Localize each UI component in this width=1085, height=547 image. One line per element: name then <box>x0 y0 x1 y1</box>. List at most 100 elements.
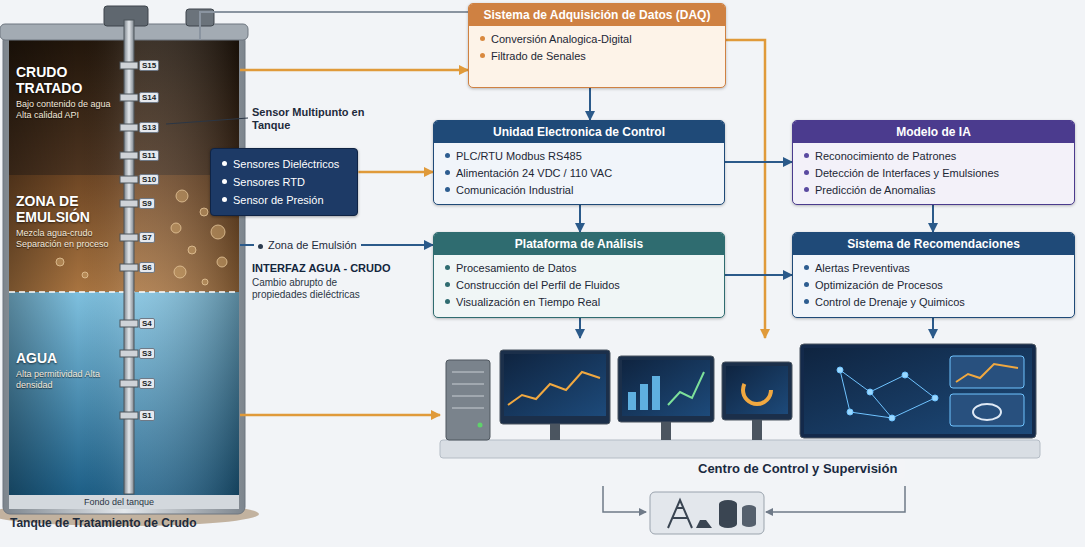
tank-illustration <box>0 6 259 526</box>
connector-arrow <box>200 12 468 40</box>
illustration-part <box>696 520 712 528</box>
illustration-part <box>956 364 1018 382</box>
illustration-part <box>742 521 756 527</box>
box-title: Sistema de Recomendaciones <box>793 233 1074 255</box>
bullet-item: Procesamiento de Datos <box>434 259 724 276</box>
bullet-item: Visualización en Tiempo Real <box>434 293 724 310</box>
illustration-part <box>950 356 1024 388</box>
bullet-item: Control de Drenaje y Quimicos <box>793 293 1074 310</box>
bullet-item: Conversión Analogica-Digital <box>469 30 725 47</box>
callout-label: Sensor Multipunto en Tanque <box>252 106 372 132</box>
process-box: Sistema de Adquisición de Datos (DAQ)Con… <box>468 3 726 88</box>
sensor-number: S1 <box>139 410 155 421</box>
illustration-part <box>973 404 1001 420</box>
connector-arrow <box>932 205 934 232</box>
illustration-part <box>800 344 1036 438</box>
process-box: Sistema de RecomendacionesAlertas Preven… <box>792 232 1075 318</box>
sensor-number: S2 <box>139 378 155 389</box>
illustration-part <box>766 486 905 512</box>
zone-title: CRUDO TRATADO <box>16 64 120 96</box>
water-zone: AGUA Alta permitividad Alta densidad <box>8 292 240 495</box>
sensor-number: S15 <box>139 60 159 71</box>
sensor-number: S10 <box>139 174 159 185</box>
crude-zone: CRUDO TRATADO Bajo contenido de agua Alta… <box>8 40 240 175</box>
sensor-number: S7 <box>139 232 155 243</box>
bullet-item: Alimentación 24 VDC / 110 VAC <box>434 164 724 181</box>
connector-arrow <box>932 318 934 338</box>
bullet-item: Filtrado de Senales <box>469 47 725 64</box>
bullet-item: Construcción del Perfil de Fluidos <box>434 276 724 293</box>
illustration-part <box>120 350 138 357</box>
illustration-part <box>850 412 892 418</box>
illustration-part <box>478 423 483 428</box>
illustration-part <box>120 62 138 419</box>
zone-note: Mezcla agua-crudo Separación en proceso <box>16 228 120 250</box>
illustration-part <box>870 392 892 418</box>
box-title: Unidad Electronica de Control <box>434 121 724 143</box>
illustration-part <box>188 246 196 254</box>
illustration-part <box>120 380 138 387</box>
edge-label: Zona de Emulsión <box>254 238 361 252</box>
tank-caption: Tanque de Tratamiento de Crudo <box>8 516 240 530</box>
illustration-part <box>726 366 788 414</box>
server-icon <box>603 486 905 534</box>
box-body: PLC/RTU Modbus RS485Alimentación 24 VDC … <box>434 143 724 202</box>
illustration-part <box>174 266 186 278</box>
illustration-part <box>120 264 138 271</box>
panel-label: Centro de Control y Supervisión <box>690 459 905 478</box>
illustration-part <box>550 424 560 440</box>
process-box: Plataforma de AnálisisProcesamiento de D… <box>433 232 725 318</box>
illustration-part <box>217 257 227 267</box>
illustration-part <box>120 234 138 241</box>
zone-title: AGUA <box>16 350 120 366</box>
illustration-part <box>211 225 225 239</box>
illustration-part <box>892 398 935 418</box>
bullet-item: Comunicación Industrial <box>434 181 724 198</box>
bullet-item: Predicción de Anomalias <box>793 181 1074 198</box>
bullet-item: Reconocimiento de Patrones <box>793 147 1074 164</box>
illustration-part <box>452 408 484 409</box>
illustration-part <box>452 372 484 373</box>
illustration-part <box>668 500 692 528</box>
connector-arrow <box>579 205 581 232</box>
tank-bottom-label: Fondo del tanque <box>84 497 154 507</box>
illustration-part <box>120 62 138 69</box>
box-body: Alertas PreventivasOptimización de Proce… <box>793 255 1074 314</box>
illustration-part <box>124 20 134 494</box>
illustration-part <box>120 320 138 327</box>
connector-arrow <box>725 274 792 276</box>
illustration-part <box>640 384 648 410</box>
illustration-part <box>837 367 938 421</box>
illustration-part <box>618 356 714 422</box>
illustration-part <box>508 372 600 405</box>
illustration-part <box>200 208 208 216</box>
box-body: Conversión Analogica-DigitalFiltrado de … <box>469 26 725 68</box>
process-box: Unidad Electronica de ControlPLC/RTU Mod… <box>433 120 725 205</box>
interface-label: INTERFAZ AGUA - CRUDO <box>252 262 391 274</box>
box-body: Reconocimiento de PatronesDetección de I… <box>793 143 1074 202</box>
zone-note: Bajo contenido de agua Alta calidad API <box>16 99 120 121</box>
illustration-part <box>840 370 850 412</box>
illustration-part <box>661 422 671 440</box>
sensor-number: S4 <box>139 318 155 329</box>
illustration-part <box>870 375 905 392</box>
illustration-part <box>837 367 843 373</box>
illustration-part <box>500 350 610 424</box>
emulsion-zone: ZONA DE EMULSIÓNMezcla agua-crudo Separa… <box>8 175 240 292</box>
illustration-part <box>171 223 181 233</box>
sensor-number: S9 <box>139 198 155 209</box>
illustration-part <box>82 272 88 278</box>
illustration-part <box>120 412 138 419</box>
illustration-part <box>120 124 138 131</box>
illustration-part <box>668 372 704 405</box>
zone-note: Alta permitividad Alta densidad <box>16 369 120 391</box>
connector-arrow <box>240 69 468 72</box>
illustration-part <box>452 384 484 385</box>
sensor-number: S13 <box>139 122 159 133</box>
illustration-part <box>166 118 248 124</box>
illustration-part <box>905 375 935 398</box>
illustration-part <box>889 415 895 421</box>
illustration-part <box>440 440 1040 458</box>
sensor-number: S6 <box>139 262 155 273</box>
